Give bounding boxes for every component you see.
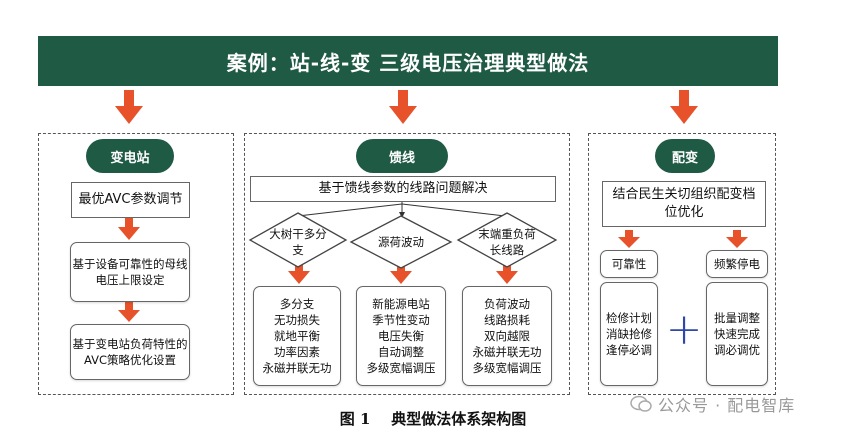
page-title: 案例：站-线-变 三级电压治理典型做法 (226, 50, 590, 75)
transformer-right-items: 批量调整 快速完成 调必调优 (706, 282, 768, 386)
feeder-branch-2-label: 源荷波动 (378, 235, 424, 249)
transformer-top-box: 结合民生关切组织配变档 位优化 (602, 181, 766, 227)
feeder-header-label: 馈线 (388, 150, 415, 166)
transformer-header-label: 配变 (671, 150, 698, 166)
transformer-section (588, 133, 776, 395)
feeder-branch-3-items: 负荷波动 线路损耗 双向越限 永磁并联无功 多级宽幅调压 (462, 286, 552, 386)
station-header: 变电站 (86, 139, 174, 173)
watermark-text: 公众号 · 配电智库 (658, 396, 796, 415)
transformer-left-items: 检修计划 消缺抢修 逢停必调 (600, 282, 658, 386)
transformer-right-label: 频繁停电 (706, 250, 768, 278)
station-step-2: 基于设备可靠性的母线 电压上限设定 (70, 242, 190, 302)
transformer-header: 配变 (655, 139, 715, 173)
feeder-branch-3-label: 末端重负荷 长线路 (478, 227, 536, 257)
wechat-icon (630, 395, 652, 412)
station-step-3: 基于变电站负荷特性的 AVC策略优化设置 (70, 324, 190, 380)
feeder-branch-1-items: 多分支 无功损失 就地平衡 功率因素 永磁并联无功 (253, 286, 341, 386)
watermark: 公众号 · 配电智库 (630, 392, 795, 416)
feeder-header: 馈线 (356, 139, 448, 173)
transformer-left-label: 可靠性 (600, 250, 658, 278)
arrow-to-feeder-icon (389, 90, 417, 124)
plus-icon: + (665, 303, 703, 355)
feeder-branch-2-items: 新能源电站 季节性变动 电压失衡 自动调整 多级宽幅调压 (356, 286, 446, 386)
feeder-branch-1-label: 大树干多分 支 (269, 227, 327, 257)
figure-caption: 图 1 典型做法体系架构图 (339, 410, 527, 428)
feeder-top-box: 基于馈线参数的线路问题解决 (250, 176, 556, 202)
arrow-to-station-icon (115, 90, 143, 124)
station-section (38, 133, 234, 395)
station-header-label: 变电站 (110, 150, 150, 166)
arrow-to-transformer-icon (670, 90, 698, 124)
page-title-banner: 案例：站-线-变 三级电压治理典型做法 (38, 36, 778, 86)
feeder-section (244, 133, 570, 395)
station-step-1: 最优AVC参数调节 (71, 182, 190, 218)
